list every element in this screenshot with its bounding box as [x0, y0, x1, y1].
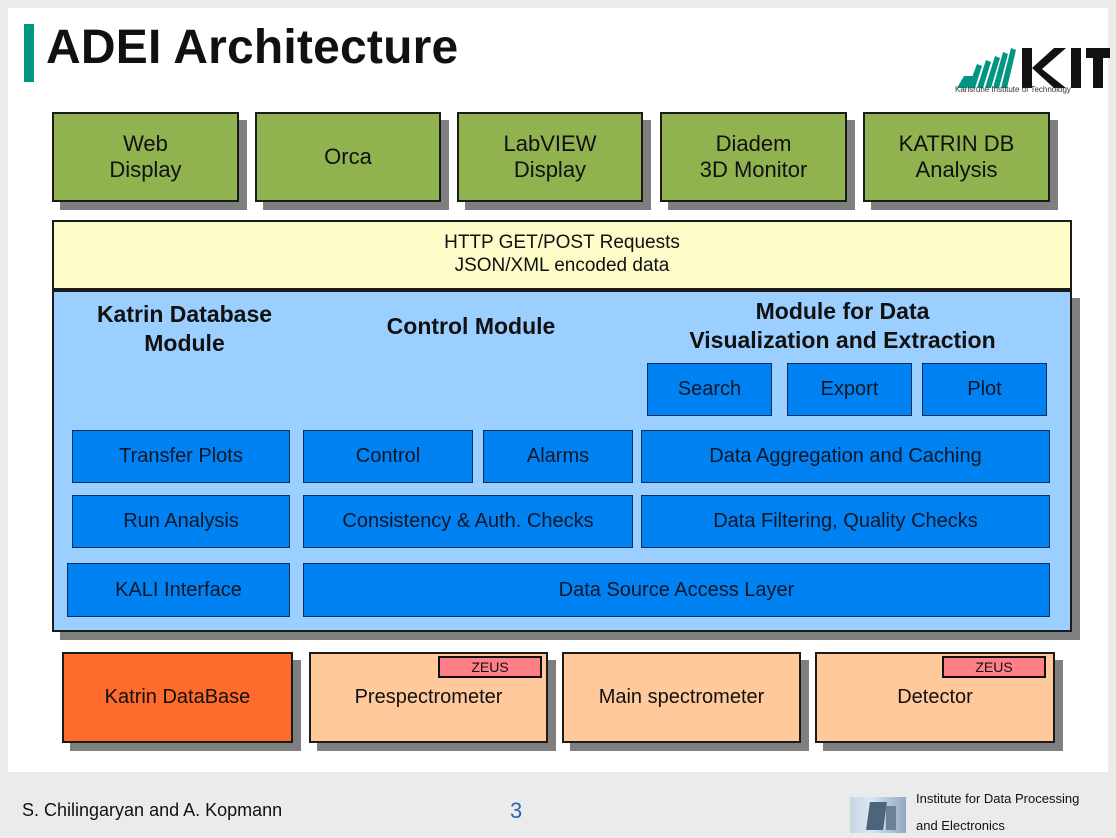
module-control-title: Control Module	[386, 313, 556, 339]
app-web-display-label: Web Display	[109, 130, 182, 182]
source-main-spectrometer-label: Main spectrometer	[598, 686, 765, 708]
app-labview-display[interactable]: LabVIEW Display	[457, 112, 643, 202]
logo-subtitle: Karlsruhe Institute of Technology	[955, 85, 1071, 94]
data-aggregation-button[interactable]: Data Aggregation and Caching	[641, 430, 1050, 483]
request-band-line-2: JSON/XML encoded data	[454, 255, 670, 276]
search-button[interactable]: Search	[647, 363, 772, 416]
app-katrin-db-analysis[interactable]: KATRIN DB Analysis	[863, 112, 1050, 202]
app-katrin-db-analysis-label: KATRIN DB Analysis	[898, 130, 1015, 182]
building-image	[850, 797, 906, 833]
source-katrin-database[interactable]: Katrin DataBase	[62, 652, 293, 743]
app-orca-label: Orca	[324, 143, 372, 169]
plot-button[interactable]: Plot	[922, 363, 1047, 416]
run-analysis-button[interactable]: Run Analysis	[72, 495, 290, 548]
request-band-line-1: HTTP GET/POST Requests	[444, 232, 680, 254]
page-title: ADEI Architecture	[46, 21, 459, 74]
app-labview-display-label: LabVIEW Display	[503, 130, 597, 182]
export-button[interactable]: Export	[787, 363, 912, 416]
data-filtering-quality-checks-button[interactable]: Data Filtering, Quality Checks	[641, 495, 1050, 548]
source-main-spectrometer[interactable]: Main spectrometer	[562, 652, 801, 743]
source-katrin-database-label: Katrin DataBase	[104, 686, 251, 708]
module-visualization-title: Module for Data Visualization and Extrac…	[689, 298, 996, 353]
source-detector-label: Detector	[897, 686, 973, 708]
request-band: HTTP GET/POST Requests JSON/XML encoded …	[52, 220, 1072, 290]
app-web-display[interactable]: Web Display	[52, 112, 239, 202]
title-accent-bar	[24, 24, 34, 82]
source-prespectrometer-label: Prespectrometer	[354, 686, 503, 708]
transfer-plots-button[interactable]: Transfer Plots	[72, 430, 290, 483]
zeus-badge-detector: ZEUS	[942, 656, 1046, 678]
institute-line-1: Institute for Data Processing	[916, 791, 1080, 806]
institute-line-2: and Electronics	[916, 818, 1005, 833]
module-katrin-database-title: Katrin Database Module	[96, 301, 273, 356]
footer-authors: S. Chilingaryan and A. Kopmann	[22, 800, 283, 820]
zeus-badge-prespectrometer: ZEUS	[438, 656, 542, 678]
alarms-button[interactable]: Alarms	[483, 430, 633, 483]
kit-logo	[957, 48, 1110, 88]
app-orca[interactable]: Orca	[255, 112, 441, 202]
page-number: 3	[510, 798, 523, 823]
data-source-access-layer-button[interactable]: Data Source Access Layer	[303, 563, 1050, 617]
app-diadem-3d-monitor-label: Diadem 3D Monitor	[699, 130, 808, 182]
app-diadem-3d-monitor[interactable]: Diadem 3D Monitor	[660, 112, 847, 202]
kali-interface-button[interactable]: KALI Interface	[67, 563, 290, 617]
request-band-text: HTTP GET/POST Requests JSON/XML encoded …	[444, 232, 680, 278]
consistency-auth-checks-button[interactable]: Consistency & Auth. Checks	[303, 495, 633, 548]
control-button[interactable]: Control	[303, 430, 473, 483]
